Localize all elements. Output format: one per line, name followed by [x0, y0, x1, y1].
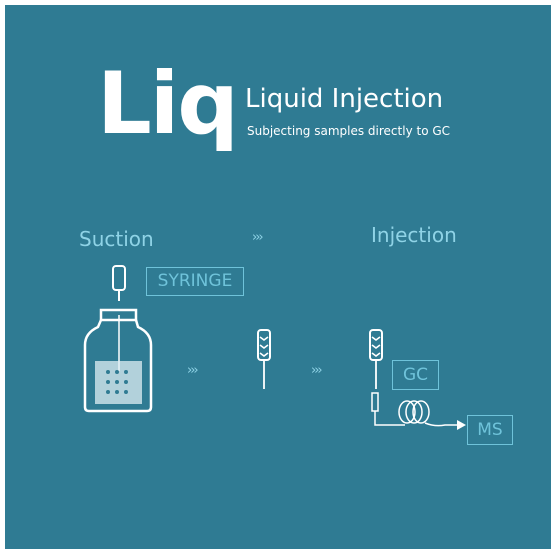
- flow-illustration: [83, 265, 466, 430]
- step-arrow-chevrons: ›››: [252, 230, 264, 245]
- flow-arrow-chevrons-2: ›››: [311, 363, 323, 378]
- gc-label: GC: [392, 360, 439, 390]
- page-subtitle: Subjecting samples directly to GC: [247, 124, 451, 138]
- liq-abbreviation: Liq: [97, 54, 239, 154]
- sample-vial-icon: [83, 308, 153, 413]
- gc-column-icon: [371, 392, 466, 430]
- injection-syringe-icon: [369, 329, 383, 389]
- ms-label: MS: [467, 415, 513, 445]
- page-title: Liquid Injection: [245, 84, 444, 114]
- syringe-icon: [112, 265, 126, 371]
- syringe-label: SYRINGE: [146, 267, 244, 296]
- filled-syringe-icon: [257, 329, 271, 389]
- suction-step-label: Suction: [79, 227, 154, 251]
- flow-arrow-chevrons-1: ›››: [187, 363, 199, 378]
- injection-step-label: Injection: [371, 223, 457, 247]
- diagram-panel: Liq Liquid Injection Subjecting samples …: [5, 5, 551, 549]
